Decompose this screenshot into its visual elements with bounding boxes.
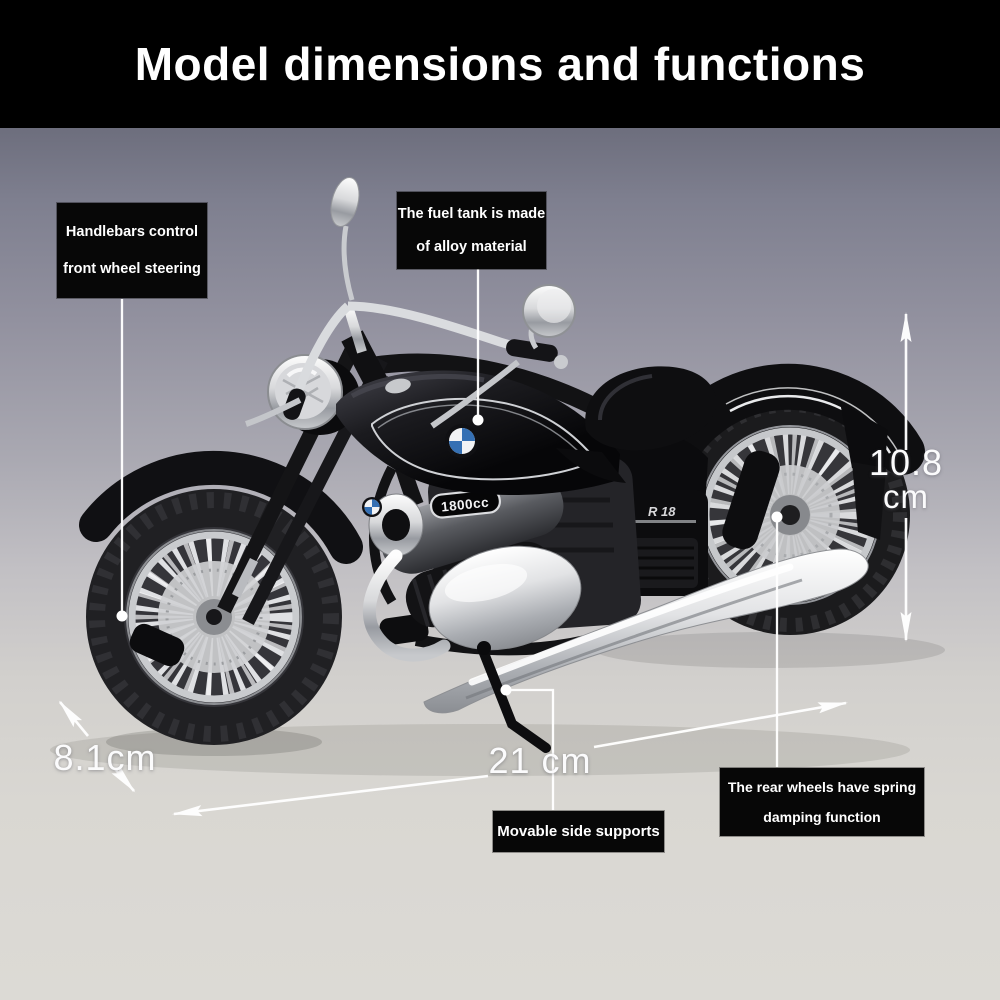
length-arrow-right — [593, 701, 848, 749]
height-dimension-label: 10.8 cm — [846, 442, 966, 515]
callout-text: The fuel tank is made — [397, 206, 546, 222]
front-fender — [79, 450, 363, 564]
width-arrow-down — [111, 766, 136, 793]
fuel-tank-leader-dot — [472, 414, 484, 426]
svg-text:1800cc: 1800cc — [440, 495, 489, 515]
length-dimension-label: 21 cm — [488, 740, 592, 781]
engine: 1800cc — [362, 456, 641, 651]
engine-badge: 1800cc — [429, 488, 501, 519]
callout-side-support: Movable side supports — [493, 811, 664, 852]
length-arrow-left — [172, 774, 489, 817]
title-banner: Model dimensions and functions — [0, 0, 1000, 128]
page-title: Model dimensions and functions — [134, 38, 866, 90]
brake-caliper — [129, 623, 185, 667]
side-support-leader-dot — [500, 684, 512, 696]
left-mirror — [330, 177, 360, 227]
handlebars — [245, 177, 576, 429]
kickstand — [477, 641, 551, 753]
right-grip — [506, 339, 558, 362]
leader-dots — [116, 414, 783, 696]
callout-text: front wheel steering — [63, 261, 201, 277]
ground-shadow — [50, 632, 945, 776]
handlebars-leader-dot — [116, 610, 128, 622]
callout-text: Movable side supports — [497, 823, 660, 840]
callout-text: of alloy material — [416, 239, 527, 255]
callout-handlebars: Handlebars control front wheel steering — [57, 203, 207, 298]
width-dimension-label: 8.1cm — [53, 737, 157, 778]
rear-mudflap — [852, 462, 886, 540]
rear-shock-absorber — [722, 450, 780, 550]
fuel-cap — [385, 378, 411, 394]
tail-bracket — [840, 402, 888, 474]
side-support-leader-line — [509, 688, 555, 810]
callout-text: Handlebars control — [65, 224, 199, 240]
bmw-roundel-icon — [445, 424, 479, 458]
brake-lever — [430, 359, 520, 429]
exhaust — [362, 548, 869, 714]
height-value: 10.8 — [868, 442, 944, 483]
rear-wheel-leader-dot — [771, 511, 783, 523]
callout-fuel-tank: The fuel tank is made of alloy material — [397, 192, 546, 269]
clutch-lever — [245, 397, 302, 427]
seat — [556, 366, 717, 483]
callout-text: damping function — [763, 809, 881, 825]
callout-text: The rear wheels have spring — [727, 779, 917, 795]
r18-badge: R 18 — [648, 504, 676, 519]
width-arrow-up — [58, 700, 90, 737]
bmw-roundel-icon — [362, 497, 382, 517]
height-unit: cm — [883, 478, 929, 515]
annotation-lines — [120, 268, 779, 810]
dimension-arrows — [58, 312, 912, 817]
callout-rear-wheels: The rear wheels have spring damping func… — [720, 768, 924, 836]
